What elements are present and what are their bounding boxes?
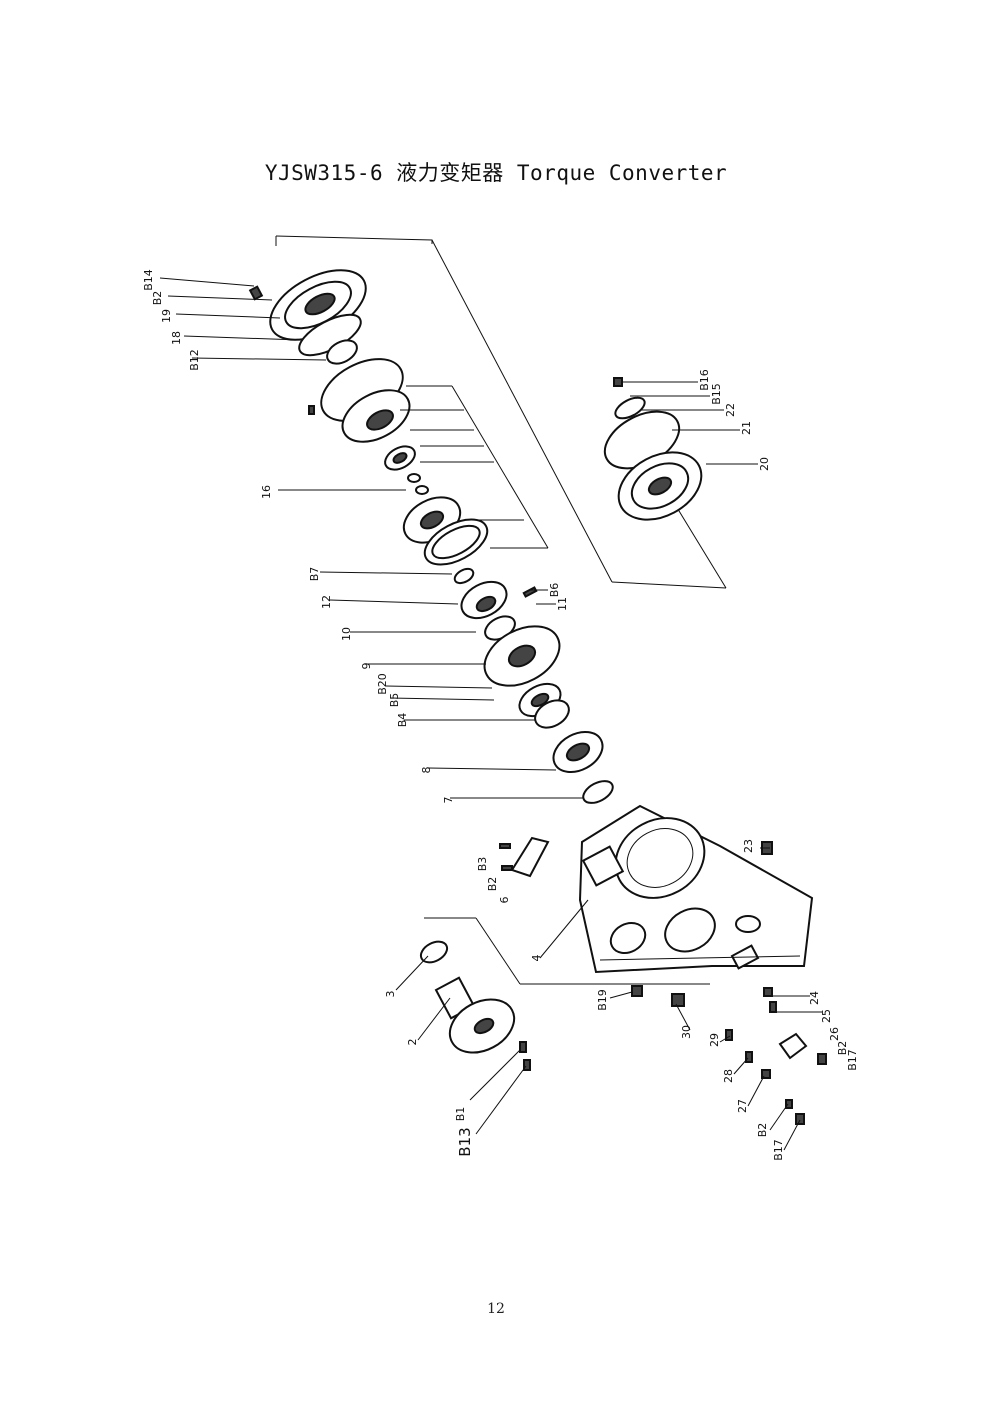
callout-B14: B14 [142,269,155,291]
callout-B6: B6 [548,583,561,598]
callout-B2-top: B2 [151,291,164,306]
callout-11: 11 [556,597,569,611]
callout-2: 2 [406,1039,419,1046]
callout-B4: B4 [396,713,409,728]
callout-18: 18 [170,331,183,345]
callout-29: 29 [708,1033,721,1047]
main-housing-part [578,804,814,974]
turbine-part [402,496,489,566]
cover-plate-6-part [499,836,550,878]
stator-part [453,567,561,687]
callout-B5: B5 [388,693,401,708]
callout-B12: B12 [188,349,201,371]
callout-22: 22 [724,403,737,417]
callout-B13: B13 [456,1127,474,1156]
callout-9: 9 [360,663,373,670]
callout-16: 16 [260,485,273,499]
callout-6: 6 [498,897,511,904]
callout-B3: B3 [476,857,489,872]
gear-shaft-part [518,682,614,804]
side-plate-assembly [603,377,703,521]
callout-B2-bottom: B2 [756,1123,769,1138]
callout-B15: B15 [710,383,723,405]
callout-23: 23 [742,839,755,853]
callout-labels: B14 B2 19 18 B12 16 B7 12 10 9 B20 B5 B4… [142,269,859,1161]
callout-B7: B7 [308,567,321,582]
callout-4: 4 [530,955,543,962]
page-number: 12 [487,1301,505,1317]
callout-21: 21 [740,421,753,435]
callout-B16: B16 [698,369,711,391]
callout-20: 20 [758,457,771,471]
callout-B19: B19 [596,989,609,1011]
leader-lines [159,277,822,1151]
callout-26: 26 [828,1027,841,1041]
callout-B17-right: B17 [846,1049,859,1071]
output-flange-part [419,917,710,1071]
callout-B17-bottom: B17 [772,1139,785,1161]
page-title: YJSW315-6 液力变矩器 Torque Converter [264,161,728,185]
callout-B2-right: B2 [836,1041,849,1056]
callout-19: 19 [160,309,173,323]
cover-plate-part [248,269,367,365]
callout-25: 25 [820,1009,833,1023]
callout-B2-plate: B2 [486,877,499,892]
callout-7: 7 [442,797,455,804]
bearing-rings-part [384,445,429,495]
callout-3: 3 [384,991,397,998]
callout-27: 27 [736,1099,749,1113]
callout-12: 12 [320,595,333,609]
callout-30: 30 [680,1025,693,1039]
callout-28: 28 [722,1069,735,1083]
drain-fittings-part [631,841,827,1125]
callout-B20: B20 [376,673,389,695]
callout-24: 24 [808,991,821,1005]
upper-assembly-bracket [275,235,727,589]
pump-wheel-part [308,358,411,443]
callout-B1: B1 [454,1107,467,1122]
callout-8: 8 [420,767,433,774]
callout-10: 10 [340,627,353,641]
